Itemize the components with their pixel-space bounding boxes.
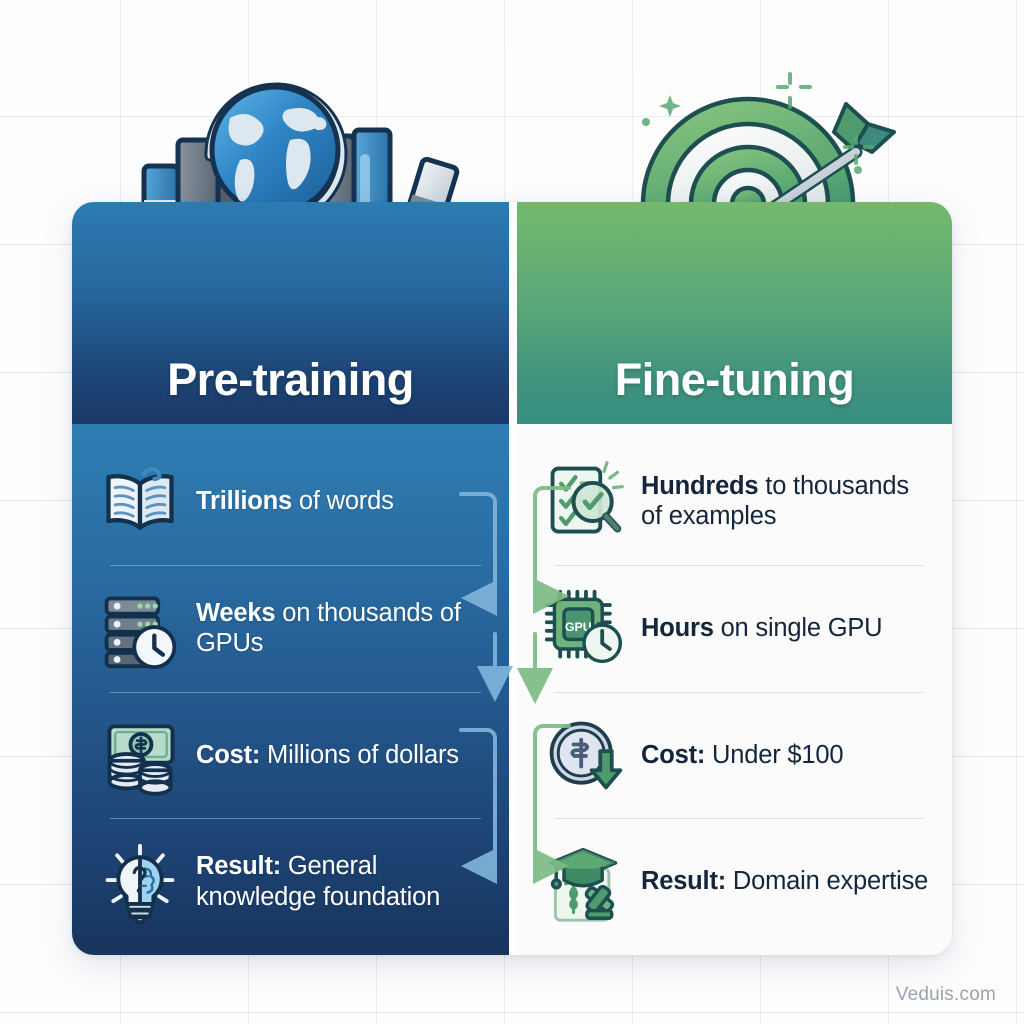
pre-training-body: Trillions of words [72, 424, 509, 955]
list-item-emphasis: Cost: [641, 740, 706, 769]
coin-down-arrow-icon [539, 709, 631, 801]
fine-tuning-title: Fine-tuning [614, 354, 855, 405]
lightbulb-brain-icon [94, 836, 186, 928]
list-item-emphasis: Result: [196, 852, 282, 881]
list-item[interactable]: Weeks on thousands of GPUs [94, 564, 489, 692]
list-item-emphasis: Hundreds [641, 471, 759, 500]
gpu-chip-label: GPU [565, 620, 592, 634]
list-item-rest: Under $100 [705, 740, 844, 769]
list-item-rest: on single GPU [713, 613, 883, 642]
watermark: Veduis.com [895, 984, 996, 1005]
list-item-emphasis: Weeks [196, 598, 276, 627]
column-pre-training: Pre-training [72, 202, 509, 955]
list-item[interactable]: Hundreds to thousands of examples [539, 438, 932, 565]
gpu-chip-stopwatch-icon: GPU [539, 582, 631, 674]
list-item-text: Trillions of words [196, 486, 394, 517]
list-item-text: Hundreds to thousands of examples [641, 471, 932, 532]
list-item[interactable]: Result: Domain expertise [539, 818, 932, 945]
open-book-icon [94, 455, 186, 547]
list-item[interactable]: GPU Hours on single GPU [539, 564, 932, 692]
pre-training-header: Pre-training [72, 202, 509, 424]
list-item[interactable]: Cost: Millions of dollars [94, 691, 489, 819]
server-rack-clock-icon [94, 582, 186, 674]
list-item-rest: on thousands of GPUs [196, 598, 461, 658]
graduation-cap-expertise-icon [539, 836, 631, 928]
column-divider [509, 202, 517, 955]
list-item-text: Cost: Under $100 [641, 740, 844, 771]
list-item-emphasis: Hours [641, 613, 714, 642]
list-item[interactable]: Result: General knowledge foundation [94, 818, 489, 945]
list-item[interactable]: Cost: Under $100 [539, 691, 932, 819]
list-item[interactable]: Trillions of words [94, 438, 489, 565]
list-item-text: Result: General knowledge foundation [196, 851, 489, 912]
fine-tuning-body: Hundreds to thousands of examples [517, 424, 952, 955]
list-item-rest: to thousands of examples [641, 471, 909, 531]
list-item-emphasis: Result: [641, 867, 727, 896]
list-item-text: Weeks on thousands of GPUs [196, 598, 489, 659]
checklist-magnifier-icon [539, 455, 631, 547]
money-cash-coins-icon [94, 709, 186, 801]
list-item-text: Hours on single GPU [641, 613, 883, 644]
fine-tuning-header: Fine-tuning [517, 202, 952, 424]
list-item-text: Result: Domain expertise [641, 866, 928, 897]
list-item-rest: General knowledge foundation [196, 852, 441, 911]
comparison-card: Pre-training [72, 202, 952, 955]
column-fine-tuning: Fine-tuning [517, 202, 952, 955]
list-item-emphasis: Cost: [196, 740, 261, 769]
list-item-rest: of words [291, 487, 394, 516]
list-item-rest: Millions of dollars [260, 740, 459, 769]
list-item-emphasis: Trillions [196, 487, 292, 516]
list-item-text: Cost: Millions of dollars [196, 740, 459, 771]
list-item-rest: Domain expertise [726, 867, 929, 896]
pre-training-title: Pre-training [167, 354, 414, 405]
